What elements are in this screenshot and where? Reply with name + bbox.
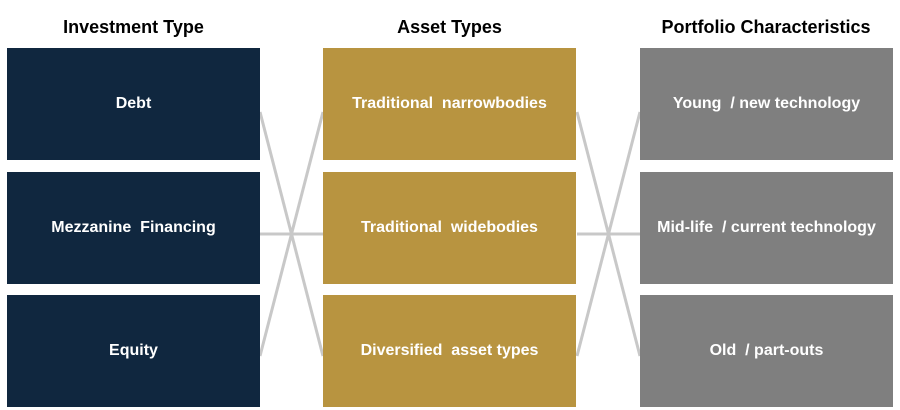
portfolio-box-mid-life: Mid-life / current technology	[640, 172, 893, 284]
connector-line	[575, 111, 642, 357]
connector-line	[258, 111, 325, 357]
portfolio-characteristics-header: Portfolio Characteristics	[661, 17, 871, 37]
investment-box-debt: Debt	[7, 48, 260, 160]
asset-box-diversified: Diversified asset types	[323, 295, 576, 407]
asset-types-header: Asset Types	[397, 17, 502, 37]
asset-box-widebodies: Traditional widebodies	[323, 172, 576, 284]
portfolio-box-young: Young / new technology	[640, 48, 893, 160]
asset-box-narrowbodies: Traditional narrowbodies	[323, 48, 576, 160]
connector-line	[575, 111, 642, 357]
investment-type-header: Investment Type	[63, 17, 204, 37]
portfolio-box-old: Old / part-outs	[640, 295, 893, 407]
investment-box-equity: Equity	[7, 295, 260, 407]
connector-line	[258, 111, 325, 357]
investment-box-mezzanine: Mezzanine Financing	[7, 172, 260, 284]
